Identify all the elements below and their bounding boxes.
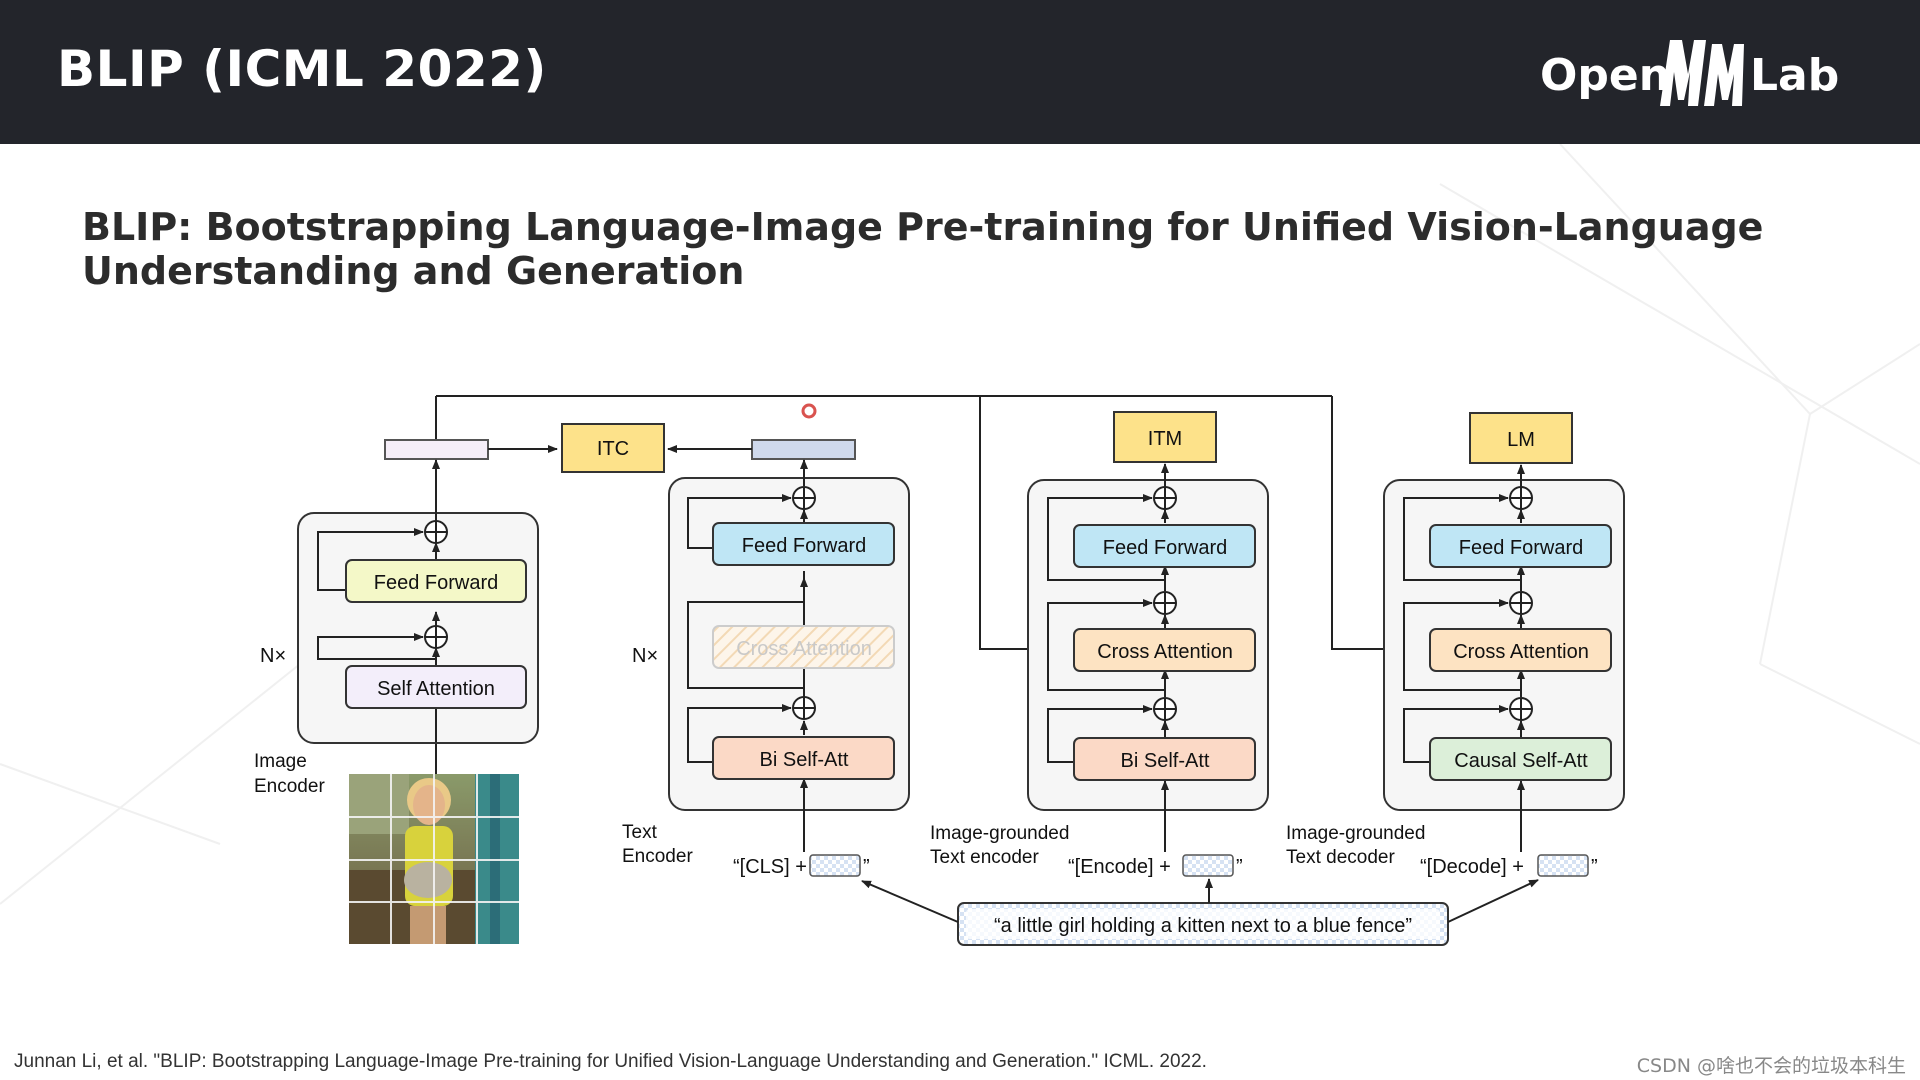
image-feed-forward: [345, 559, 527, 603]
grounded-encoder-feed-forward-label: Feed Forward: [1103, 537, 1228, 559]
input-text-label: “a little girl holding a kitten next to …: [994, 915, 1412, 937]
grounded-text-decoder: LM Feed Forward Cross Attention Causal S…: [1286, 412, 1625, 878]
input-image: [349, 774, 519, 944]
image-encoder-caption-1: Image: [254, 751, 307, 772]
pointer-dot-icon: [801, 403, 817, 419]
input-text: “a little girl holding a kitten next to …: [861, 878, 1539, 946]
cls-token-slot: [809, 854, 861, 877]
grounded-decoder-causal-self-att: [1429, 737, 1612, 781]
grounded-encoder-cross-attention: [1073, 628, 1256, 672]
encode-token-slot: [1182, 854, 1234, 877]
grounded-decoder-caption-1: Image-grounded: [1286, 823, 1425, 844]
image-self-attention-label: Self Attention: [377, 678, 495, 700]
text-feed-forward: [712, 522, 895, 566]
decode-token-slot: [1537, 854, 1589, 877]
image-encoder-repeat: N×: [260, 645, 286, 667]
grounded-encoder-caption-2: Text encoder: [930, 847, 1039, 868]
itm-box: [1113, 411, 1217, 463]
slide-title: BLIP (ICML 2022): [57, 40, 547, 98]
paper-title: BLIP: Bootstrapping Language-Image Pre-t…: [82, 205, 1764, 293]
text-token: [751, 439, 856, 460]
decode-token-close: ”: [1591, 856, 1598, 878]
image-encoder-caption-2: Encoder: [254, 776, 325, 797]
credit-watermark: CSDN @啥也不会的垃圾本科生: [1636, 1055, 1906, 1077]
cls-token-text: “[CLS] +: [733, 856, 807, 878]
grounded-decoder-causal-self-att-label: Causal Self-Att: [1454, 750, 1588, 772]
grounded-text-encoder: ITM Feed Forward Cross Attention Bi Self…: [930, 411, 1269, 878]
cls-token-close: ”: [863, 856, 870, 878]
grounded-encoder-bi-self-att-label: Bi Self-Att: [1121, 750, 1210, 772]
image-feed-forward-label: Feed Forward: [374, 572, 499, 594]
grounded-decoder-cross-attention-label: Cross Attention: [1453, 641, 1589, 663]
grounded-decoder-feed-forward: [1429, 524, 1612, 568]
grounded-encoder-bi-self-att: [1073, 737, 1256, 781]
grounded-decoder-caption-2: Text decoder: [1286, 847, 1395, 868]
lm-box: [1469, 412, 1573, 464]
text-cross-attention-disabled: [712, 625, 895, 669]
logo-mm-icon: [1660, 40, 1744, 106]
itc-label: ITC: [597, 438, 629, 460]
text-bi-self-att-label: Bi Self-Att: [760, 749, 849, 771]
text-feed-forward-label: Feed Forward: [742, 535, 867, 557]
grounded-decoder-feed-forward-label: Feed Forward: [1459, 537, 1584, 559]
lm-label: LM: [1507, 429, 1535, 451]
text-encoder-caption-2: Encoder: [622, 846, 693, 867]
openmmlab-logo: Open Lab: [1540, 30, 1840, 110]
encode-token-close: ”: [1236, 856, 1243, 878]
grounded-encoder-cross-attention-label: Cross Attention: [1097, 641, 1233, 663]
text-encoder-repeat: N×: [632, 645, 658, 667]
grounded-encoder-caption-1: Image-grounded: [930, 823, 1069, 844]
encode-token-text: “[Encode] +: [1068, 856, 1171, 878]
background-decoration: [0, 144, 1920, 905]
text-cross-attention-label: Cross Attention: [736, 638, 872, 660]
grounded-decoder-cross-attention: [1429, 628, 1612, 672]
image-token: [384, 439, 489, 460]
logo-text-open: Open: [1540, 50, 1671, 101]
header-bar: BLIP (ICML 2022) Open Lab: [0, 0, 1920, 144]
text-bi-self-att: [712, 736, 895, 780]
decode-token-text: “[Decode] +: [1420, 856, 1524, 878]
text-encoder: Feed Forward Cross Attention Bi Self-Att…: [622, 439, 910, 878]
logo-text-lab: Lab: [1750, 50, 1840, 101]
image-encoder: Feed Forward Self Attention N× Image Enc…: [254, 439, 558, 797]
citation: Junnan Li, et al. "BLIP: Bootstrapping L…: [14, 1051, 1207, 1072]
itm-label: ITM: [1148, 428, 1182, 450]
grounded-encoder-feed-forward: [1073, 524, 1256, 568]
itc-box: [561, 423, 665, 473]
image-self-attention: [345, 665, 527, 709]
text-encoder-caption-1: Text: [622, 822, 658, 843]
